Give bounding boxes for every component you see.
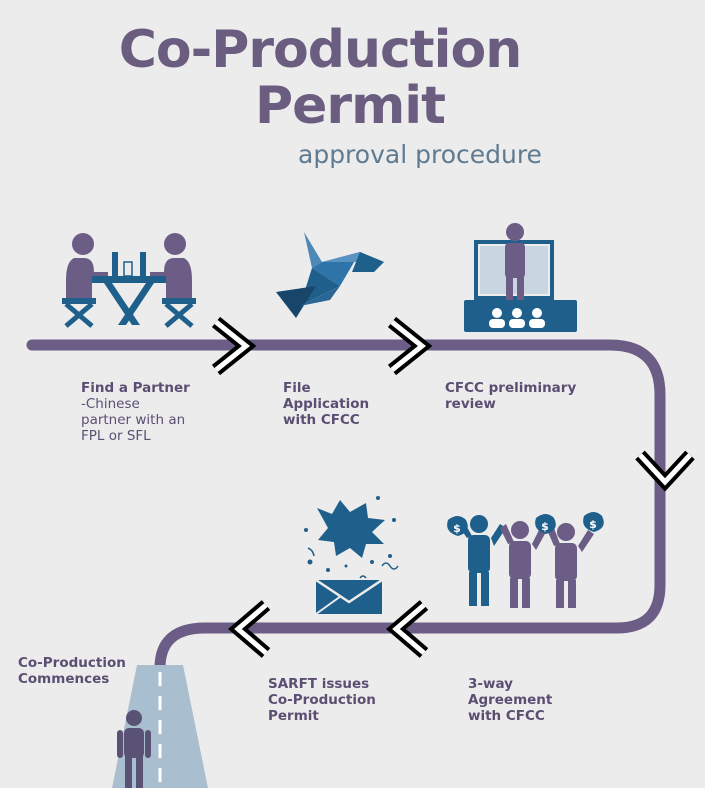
- exploding-envelope-icon: [304, 496, 399, 615]
- partners-meeting-icon: [62, 233, 196, 328]
- step-description: -Chinese partner with an FPL or SFL: [81, 396, 186, 444]
- flow-path: [26, 339, 666, 674]
- step-find-partner: Find a Partner -Chinese partner with an …: [81, 380, 221, 444]
- step-label: 3-way Agreement with CFCC: [468, 676, 553, 724]
- step-three-way-agreement: 3-way Agreement with CFCC: [468, 676, 608, 724]
- presentation-audience-icon: [464, 223, 577, 332]
- chevron-left-icon: [386, 600, 429, 658]
- svg-text:$: $: [589, 518, 597, 531]
- step-label: Find a Partner: [81, 380, 190, 396]
- step-cfcc-review: CFCC preliminary review: [445, 380, 615, 412]
- chevron-down-icon: [635, 450, 695, 492]
- chevron-right-icon: [387, 316, 433, 376]
- money-bags-people-icon: $ $ $: [447, 512, 604, 608]
- step-label: SARFT issues Co-Production Permit: [268, 676, 376, 724]
- svg-text:$: $: [541, 520, 549, 533]
- step-label: CFCC preliminary review: [445, 380, 577, 412]
- step-label: File Application with CFCC: [283, 380, 370, 428]
- walking-person-icon: [117, 710, 151, 788]
- title-line-2: Permit: [255, 76, 446, 136]
- step-label: Co-Production Commences: [18, 655, 126, 687]
- origami-bird-icon: [276, 232, 384, 318]
- step-file-application: File Application with CFCC: [283, 380, 403, 428]
- step-co-production-commences: Co-Production Commences: [18, 655, 158, 687]
- page-subtitle: approval procedure: [298, 140, 542, 169]
- step-sarft-permit: SARFT issues Co-Production Permit: [268, 676, 418, 724]
- title-line-1: Co-Production: [118, 20, 522, 80]
- page-title: Co-Production Permit: [0, 22, 640, 134]
- chevron-right-icon: [211, 316, 257, 376]
- svg-text:$: $: [453, 522, 461, 535]
- chevron-left-icon: [228, 600, 271, 658]
